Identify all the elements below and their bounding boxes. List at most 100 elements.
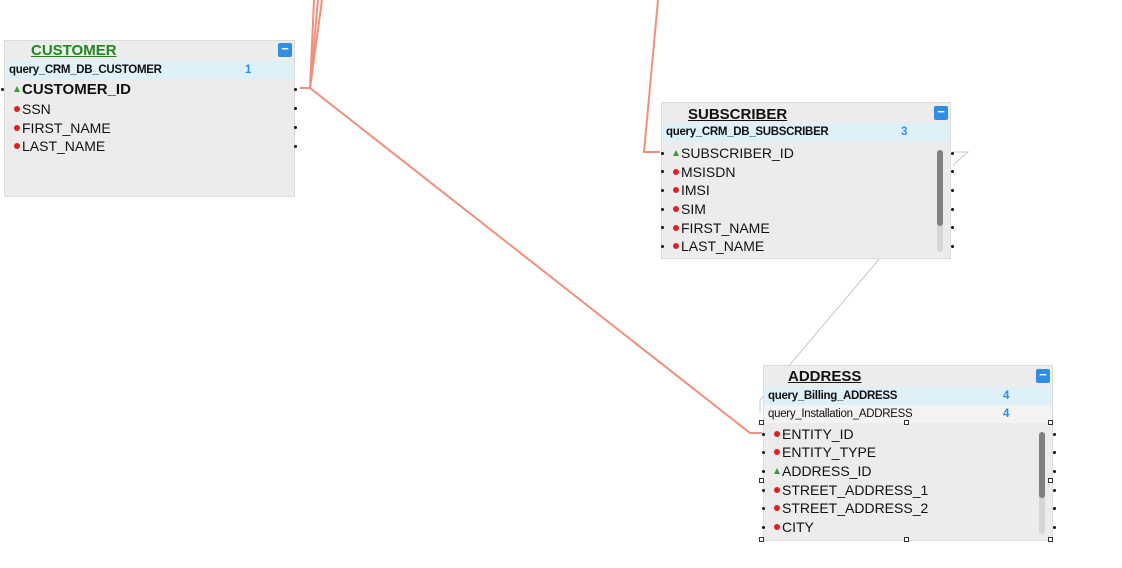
field-first-name[interactable]: FIRST_NAME <box>673 219 770 237</box>
resize-handle-ne[interactable] <box>1048 420 1053 425</box>
field-label: SSN <box>22 101 51 117</box>
field-street-address-1[interactable]: STREET_ADDRESS_1 <box>774 481 928 499</box>
field-address-id[interactable]: ADDRESS_ID <box>774 462 871 480</box>
port-right[interactable] <box>1053 433 1056 436</box>
query-row[interactable]: query_CRM_DB_SUBSCRIBER 3 <box>662 123 950 141</box>
field-last-name[interactable]: LAST_NAME <box>14 137 105 155</box>
field-dot-icon <box>673 243 679 250</box>
query-count: 4 <box>1003 390 1010 402</box>
field-dot-icon <box>774 449 780 456</box>
port-left[interactable] <box>762 433 765 436</box>
port-left[interactable] <box>762 470 765 473</box>
port-left[interactable] <box>762 526 765 529</box>
field-label: LAST_NAME <box>22 138 106 154</box>
query-row[interactable]: query_Installation_ADDRESS 4 <box>764 405 1052 423</box>
port-right[interactable] <box>294 126 297 129</box>
port-right[interactable] <box>1053 451 1056 454</box>
field-dot-icon <box>774 431 780 438</box>
field-dot-icon <box>14 143 20 150</box>
port-left[interactable] <box>762 489 765 492</box>
primary-key-icon <box>673 150 679 157</box>
port-left[interactable] <box>661 208 664 211</box>
port-right[interactable] <box>294 107 297 110</box>
scrollbar[interactable] <box>937 150 943 252</box>
field-msisdn[interactable]: MSISDN <box>673 163 735 181</box>
entity-customer[interactable]: CUSTOMER − query_CRM_DB_CUSTOMER 1 CUSTO… <box>4 40 295 197</box>
port-right[interactable] <box>1053 489 1056 492</box>
collapse-button[interactable]: − <box>1036 368 1050 383</box>
port-right[interactable] <box>1053 507 1056 510</box>
query-row[interactable]: query_CRM_DB_CUSTOMER 1 <box>5 61 294 79</box>
primary-key-icon <box>774 468 780 475</box>
port-left[interactable] <box>661 189 664 192</box>
port-right[interactable] <box>294 145 297 148</box>
field-label: IMSI <box>681 182 710 198</box>
query-count: 4 <box>1003 408 1010 420</box>
field-first-name[interactable]: FIRST_NAME <box>14 119 111 137</box>
field-city[interactable]: CITY <box>774 518 814 536</box>
port-right[interactable] <box>951 170 954 173</box>
port-right[interactable] <box>951 208 954 211</box>
field-dot-icon <box>774 487 780 494</box>
field-dot-icon <box>673 206 679 213</box>
resize-handle-e[interactable] <box>1048 478 1053 483</box>
field-entity-type[interactable]: ENTITY_TYPE <box>774 443 876 461</box>
field-entity-id[interactable]: ENTITY_ID <box>774 425 854 443</box>
port-left[interactable] <box>1 88 4 91</box>
entity-title[interactable]: SUBSCRIBER <box>688 106 788 123</box>
query-row[interactable]: query_Billing_ADDRESS 4 <box>764 387 1052 405</box>
field-label: FIRST_NAME <box>681 220 770 236</box>
field-sim[interactable]: SIM <box>673 200 706 218</box>
entity-address[interactable]: ADDRESS − query_Billing_ADDRESS 4 query_… <box>763 365 1053 541</box>
field-ssn[interactable]: SSN <box>14 100 51 118</box>
port-left[interactable] <box>661 170 664 173</box>
port-left[interactable] <box>762 451 765 454</box>
port-left[interactable] <box>762 507 765 510</box>
field-label: STREET_ADDRESS_2 <box>782 500 929 516</box>
resize-handle-sw[interactable] <box>759 537 764 542</box>
port-right[interactable] <box>294 88 297 91</box>
scrollbar-thumb[interactable] <box>1039 432 1045 498</box>
port-right[interactable] <box>1053 526 1056 529</box>
resize-handle-nw[interactable] <box>759 420 764 425</box>
field-last-name[interactable]: LAST_NAME <box>673 237 764 255</box>
port-right[interactable] <box>1053 470 1056 473</box>
resize-handle-s[interactable] <box>904 537 909 542</box>
scrollbar[interactable] <box>1039 432 1045 534</box>
field-label: CUSTOMER_ID <box>22 81 131 98</box>
relation-line-subscriber-address[interactable] <box>952 151 970 166</box>
port-left[interactable] <box>661 226 664 229</box>
relation-line-subscriber-top[interactable] <box>642 0 660 153</box>
field-label: ADDRESS_ID <box>782 463 872 479</box>
entity-title[interactable]: CUSTOMER <box>31 42 117 59</box>
resize-handle-w[interactable] <box>759 478 764 483</box>
collapse-button[interactable]: − <box>278 42 292 57</box>
port-right[interactable] <box>951 152 954 155</box>
entity-title[interactable]: ADDRESS <box>788 368 862 385</box>
relation-line-customer-address[interactable] <box>300 87 762 434</box>
field-street-address-2[interactable]: STREET_ADDRESS_2 <box>774 499 928 517</box>
query-name: query_CRM_DB_SUBSCRIBER <box>666 126 829 138</box>
field-dot-icon <box>673 169 679 176</box>
scrollbar-thumb[interactable] <box>937 150 943 226</box>
resize-handle-n[interactable] <box>904 420 909 425</box>
field-dot-icon <box>673 225 679 232</box>
field-dot-icon <box>774 505 780 512</box>
port-right[interactable] <box>951 189 954 192</box>
port-left[interactable] <box>661 152 664 155</box>
field-label: ENTITY_ID <box>782 426 854 442</box>
entity-subscriber[interactable]: SUBSCRIBER − query_CRM_DB_SUBSCRIBER 3 S… <box>661 102 951 259</box>
relation-line-subscriber-address-2[interactable] <box>759 257 881 413</box>
port-left[interactable] <box>661 245 664 248</box>
query-count: 1 <box>245 64 252 76</box>
field-customer-id[interactable]: CUSTOMER_ID <box>14 81 131 99</box>
port-right[interactable] <box>951 226 954 229</box>
resize-handle-se[interactable] <box>1048 537 1053 542</box>
field-label: CITY <box>782 519 814 535</box>
field-subscriber-id[interactable]: SUBSCRIBER_ID <box>673 144 794 162</box>
field-label: SIM <box>681 201 706 217</box>
collapse-button[interactable]: − <box>934 105 948 120</box>
field-imsi[interactable]: IMSI <box>673 181 710 199</box>
port-right[interactable] <box>951 245 954 248</box>
